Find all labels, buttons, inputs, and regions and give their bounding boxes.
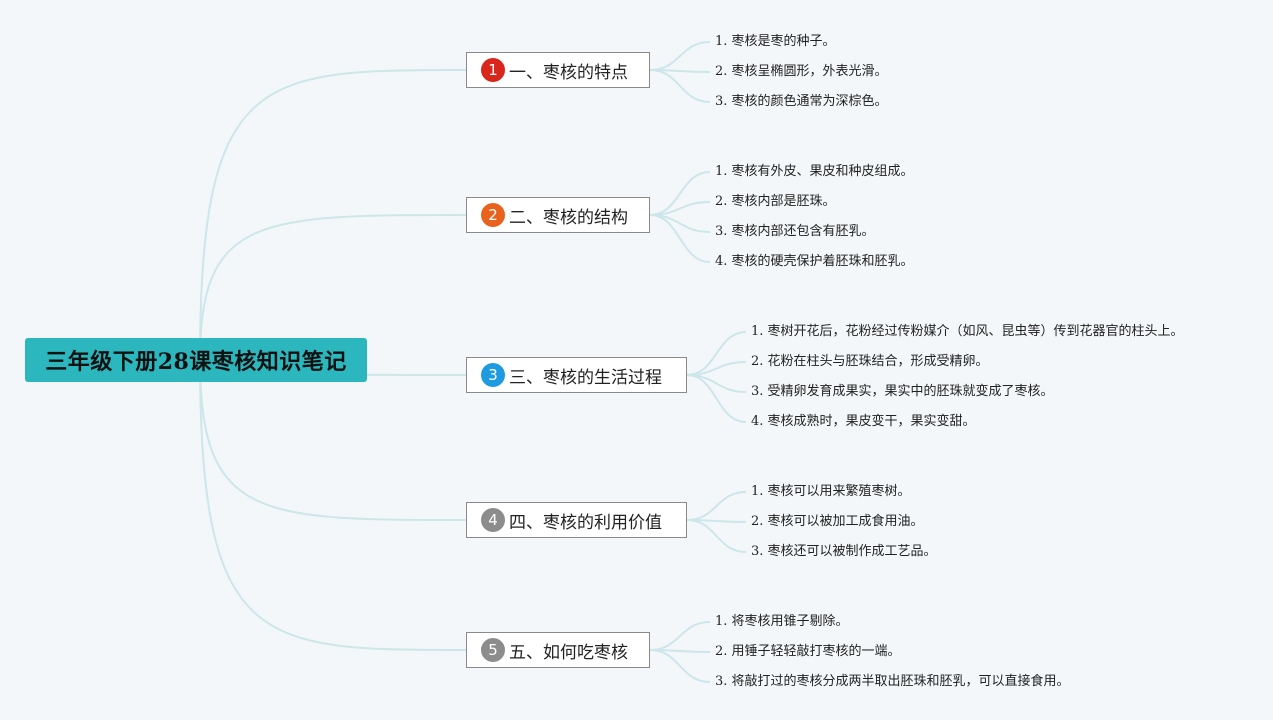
- leaf-3-1[interactable]: 1. 枣树开花后，花粉经过传粉媒介（如风、昆虫等）传到花器官的柱头上。: [751, 324, 1184, 339]
- number-badge-5: 5: [481, 638, 505, 662]
- leaf-connector-5-3: [649, 649, 711, 683]
- leaf-5-1[interactable]: 1. 将枣核用锥子剔除。: [715, 614, 849, 629]
- leaf-3-3[interactable]: 3. 受精卵发育成果实，果实中的胚珠就变成了枣核。: [751, 384, 1054, 399]
- leaf-connector-3-1: [686, 331, 747, 376]
- leaf-1-1[interactable]: 1. 枣核是枣的种子。: [715, 34, 836, 49]
- branch-topic-2[interactable]: 2 二、枣核的结构: [466, 197, 650, 233]
- number-badge-1: 1: [481, 58, 505, 82]
- branch-topic-5[interactable]: 5 五、如何吃枣核: [466, 632, 650, 668]
- leaf-connector-2-4: [649, 214, 711, 263]
- leaf-2-3[interactable]: 3. 枣核内部还包含有胚乳。: [715, 224, 875, 239]
- root-connector-2: [199, 214, 467, 361]
- leaf-connector-1-1: [649, 41, 711, 71]
- leaf-connector-4-3: [686, 519, 747, 553]
- branch-topic-4[interactable]: 4 四、枣核的利用价值: [466, 502, 687, 538]
- branch-label-2: 二、枣核的结构: [509, 207, 628, 228]
- leaf-4-1[interactable]: 1. 枣核可以用来繁殖枣树。: [751, 484, 911, 499]
- leaf-1-3[interactable]: 3. 枣核的颜色通常为深棕色。: [715, 94, 888, 109]
- leaf-4-3[interactable]: 3. 枣核还可以被制作成工艺品。: [751, 544, 937, 559]
- leaf-3-4[interactable]: 4. 枣核成熟时，果皮变干，果实变甜。: [751, 414, 976, 429]
- branch-label-1: 一、枣核的特点: [509, 62, 628, 83]
- leaf-5-2[interactable]: 2. 用锤子轻轻敲打枣核的一端。: [715, 644, 901, 659]
- leaf-connector-3-4: [686, 374, 747, 423]
- number-badge-4: 4: [481, 508, 505, 532]
- branch-topic-1[interactable]: 1 一、枣核的特点: [466, 52, 650, 88]
- leaf-2-2[interactable]: 2. 枣核内部是胚珠。: [715, 194, 836, 209]
- leaf-connector-5-1: [649, 621, 711, 651]
- leaf-connector-2-1: [649, 171, 711, 216]
- leaf-2-4[interactable]: 4. 枣核的硬壳保护着胚珠和胚乳。: [715, 254, 914, 269]
- branch-topic-3[interactable]: 3 三、枣核的生活过程: [466, 357, 687, 393]
- leaf-4-2[interactable]: 2. 枣核可以被加工成食用油。: [751, 514, 924, 529]
- branch-label-3: 三、枣核的生活过程: [509, 367, 662, 388]
- leaf-2-1[interactable]: 1. 枣核有外皮、果皮和种皮组成。: [715, 164, 914, 179]
- leaf-3-2[interactable]: 2. 花粉在柱头与胚珠结合，形成受精卵。: [751, 354, 989, 369]
- root-connector-4: [199, 359, 467, 521]
- leaf-1-2[interactable]: 2. 枣核呈椭圆形，外表光滑。: [715, 64, 888, 79]
- branch-label-5: 五、如何吃枣核: [509, 642, 628, 663]
- branch-label-4: 四、枣核的利用价值: [509, 512, 662, 533]
- root-connector-1: [199, 69, 467, 361]
- root-connector-5: [199, 359, 467, 651]
- leaf-connector-4-1: [686, 491, 747, 521]
- leaf-connector-1-3: [649, 69, 711, 103]
- number-badge-3: 3: [481, 363, 505, 387]
- leaf-5-3[interactable]: 3. 将敲打过的枣核分成两半取出胚珠和胚乳，可以直接食用。: [715, 674, 1070, 689]
- number-badge-2: 2: [481, 203, 505, 227]
- root-topic[interactable]: 三年级下册28课枣核知识笔记: [25, 338, 367, 382]
